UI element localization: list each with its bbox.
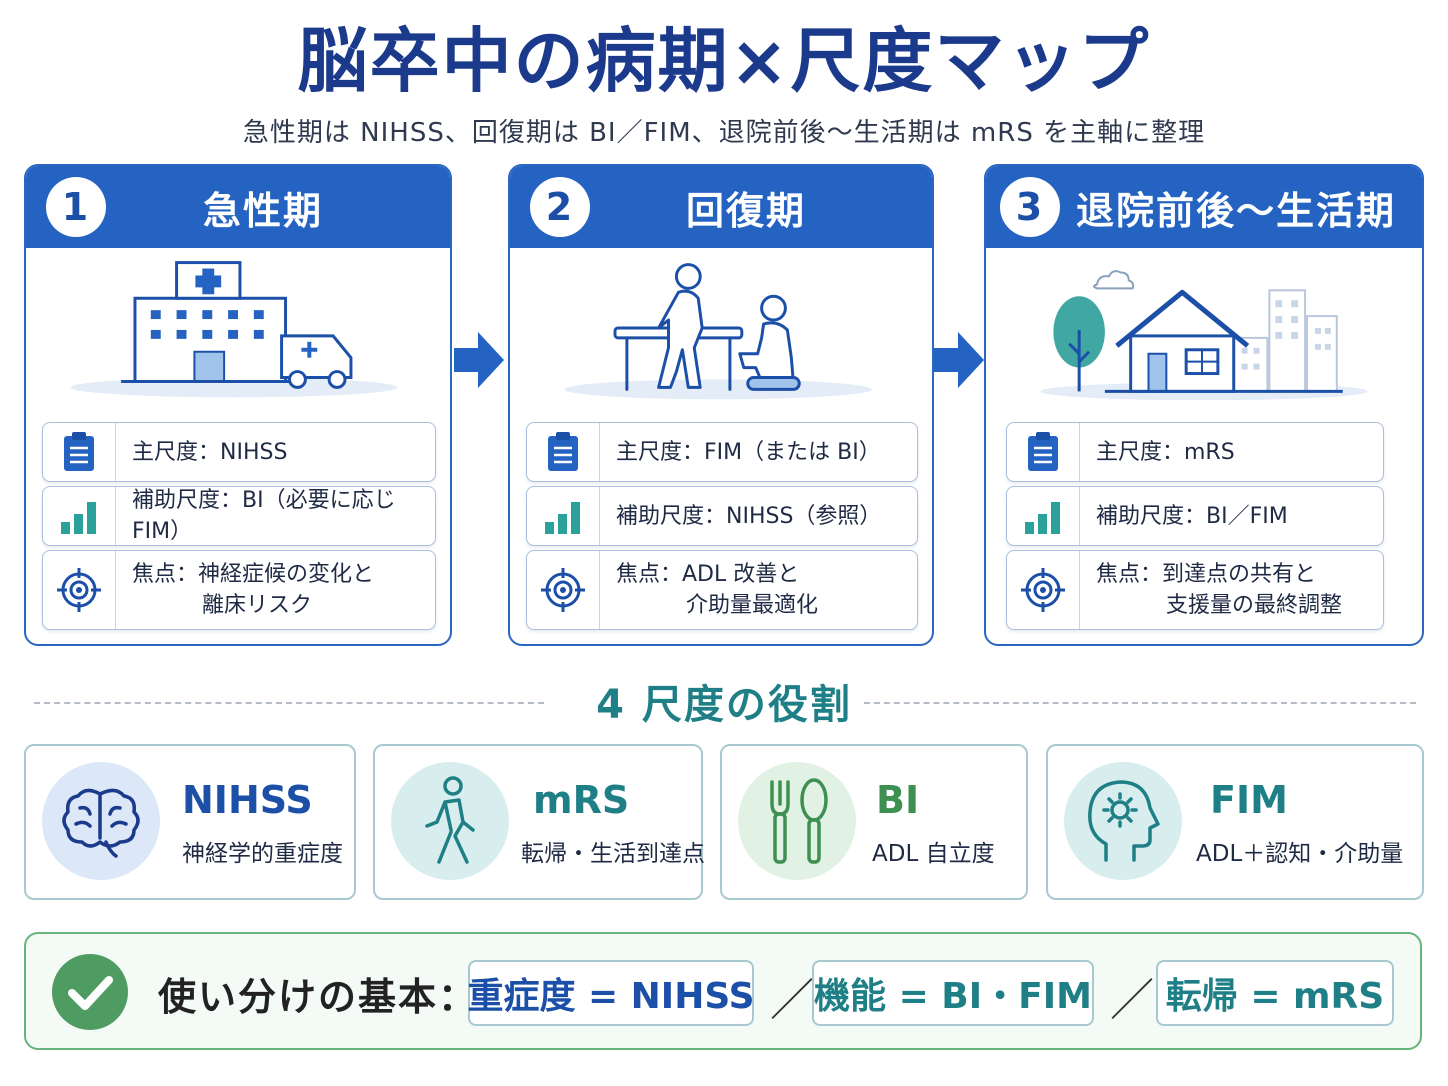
phase-card-acute: 1 急性期 主尺度：NIHSS 補助尺度：BI（必要に応じ FIM） 焦点：神経… [24,164,452,646]
main-scale-text: 主尺度：FIM（または BI） [616,439,881,465]
page-title: 脳卒中の病期×尺度マップ [297,20,1151,102]
focus-text-1: 焦点：ADL 改善と [616,562,800,587]
brain-icon [62,788,140,858]
focus-text-1: 焦点：到達点の共有と [1096,562,1317,587]
aux-scale-text: 補助尺度：NIHSS（参照） [616,503,882,529]
phase-number: 2 [530,177,590,237]
walking-person-icon [425,776,475,864]
basic-pill-outcome: 転帰 = mRS [1156,960,1394,1026]
separator: ／ [770,975,814,1026]
main-scale-row: 主尺度：FIM（または BI） [526,422,918,482]
role-desc: 神経学的重症度 [182,841,343,867]
aux-scale-row: 補助尺度：BI／FIM [1006,486,1384,546]
role-card-mrs: mRS 転帰・生活到達点 [373,744,705,900]
divider-right [864,702,1416,704]
page-subtitle: 急性期は NIHSS、回復期は BI／FIM、退院前後～生活期は mRS を主軸… [242,118,1206,148]
focus-text-2: 介助量最適化 [686,593,819,618]
basic-pill-severity: 重症度 = NIHSS [467,960,755,1026]
phase-card-chronic: 3 退院前後～生活期 主尺度：mRS 補助尺度：BI／FIM 焦点：到達点の共有… [984,164,1424,646]
home-icon [1040,270,1368,400]
target-icon [1021,568,1065,612]
bar-chart-icon [1025,502,1060,534]
bar-chart-icon [61,502,96,534]
role-name: FIM [1210,778,1288,822]
role-card-nihss: NIHSS 神経学的重症度 [24,744,356,900]
arrow-right-icon [454,332,504,388]
phase-name: 急性期 [202,188,323,233]
phase-number: 3 [1000,177,1060,237]
role-name: mRS [533,778,630,822]
basic-pill-function: 機能 = BI・FIM [812,960,1094,1026]
phase-header: 3 退院前後～生活期 [986,166,1422,248]
head-gear-icon [1088,780,1160,862]
role-card-fim: FIM ADL＋認知・介助量 [1046,744,1424,900]
phase-number: 1 [46,177,106,237]
role-card-bi: BI ADL 自立度 [720,744,1028,900]
bar-chart-icon [545,502,580,534]
main-scale-row: 主尺度：NIHSS [42,422,436,482]
focus-row: 焦点：到達点の共有と支援量の最終調整 [1006,550,1384,630]
hospital-icon [70,261,398,398]
target-icon [57,568,101,612]
phase-name: 回復期 [685,188,806,233]
utensils-icon [770,778,828,864]
main-scale-text: 主尺度：NIHSS [132,439,288,465]
role-desc: 転帰・生活到達点 [521,841,705,867]
basics-label: 使い分けの基本： [158,975,479,1019]
focus-row: 焦点：ADL 改善と介助量最適化 [526,550,918,630]
aux-scale-text: 補助尺度：BI／FIM [1096,503,1288,529]
role-name: BI [876,778,920,822]
role-name: NIHSS [182,778,313,822]
focus-text-2: 支援量の最終調整 [1166,593,1343,618]
phase-card-recovery: 2 回復期 主尺度：FIM（または BI） 補助尺度：NIHSS（参照） 焦点：… [508,164,934,646]
main-scale-text: 主尺度：mRS [1096,439,1235,465]
clipboard-icon [1028,432,1058,471]
focus-row: 焦点：神経症候の変化と離床リスク [42,550,436,630]
aux-scale-text: 補助尺度：BI（必要に応じ FIM） [132,488,396,544]
separator: ／ [1110,975,1154,1026]
roles-title: 4 尺度の役割 [596,682,852,728]
target-icon [541,568,585,612]
focus-text-1: 焦点：神経症候の変化と [132,562,375,587]
phase-header: 2 回復期 [510,166,932,248]
clipboard-icon [548,432,578,471]
main-scale-row: 主尺度：mRS [1006,422,1384,482]
aux-scale-row: 補助尺度：BI（必要に応じ FIM） [42,486,436,546]
clipboard-icon [64,432,94,471]
divider-left [34,702,544,704]
arrow-right-icon [934,332,984,388]
usage-basics-panel: 使い分けの基本： 重症度 = NIHSS ／ 機能 = BI・FIM ／ 転帰 … [24,932,1422,1050]
focus-text-2: 離床リスク [202,593,313,618]
aux-scale-row: 補助尺度：NIHSS（参照） [526,486,918,546]
check-circle-icon [52,954,128,1030]
phase-name: 退院前後～生活期 [1075,188,1396,233]
role-desc: ADL 自立度 [872,841,995,867]
phase-header: 1 急性期 [26,166,450,248]
rehabilitation-icon [564,263,872,400]
role-desc: ADL＋認知・介助量 [1196,841,1404,867]
